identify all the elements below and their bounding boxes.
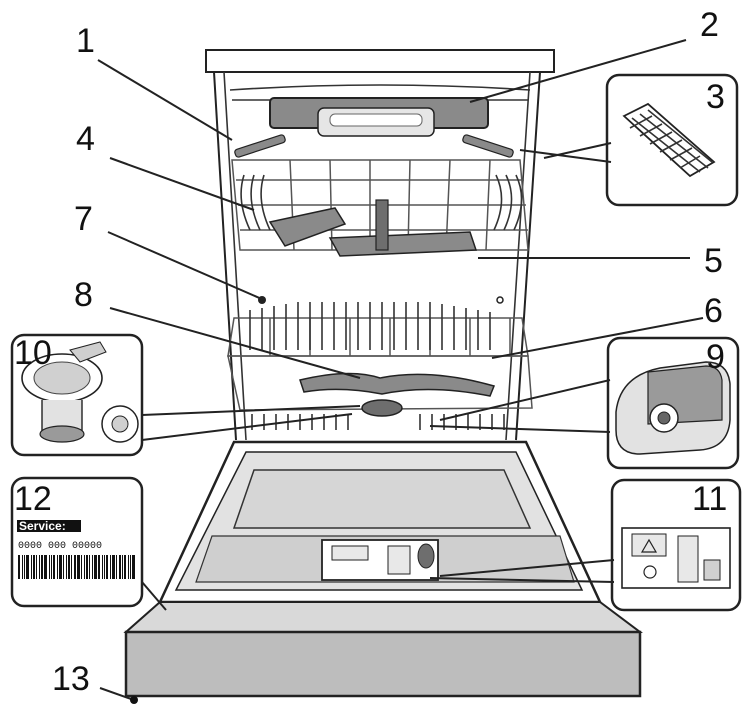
- leader-lines: [97, 39, 704, 704]
- barcode-bar: [51, 555, 52, 579]
- barcode-bar: [106, 555, 108, 579]
- service-label: Service:: [19, 519, 66, 533]
- callout-11: 11: [692, 480, 727, 518]
- lower-spray-arm: [299, 372, 496, 417]
- barcode-bar: [77, 555, 80, 579]
- inset-filter: [10, 333, 144, 457]
- inset-salt-cap: [606, 336, 740, 470]
- barcode-bar: [84, 555, 85, 579]
- dishwasher-cavity: [205, 49, 555, 441]
- barcode-bar: [92, 555, 93, 579]
- barcode-bar: [86, 555, 88, 579]
- middle-spray-arm: [268, 199, 478, 257]
- lower-basket: [227, 296, 533, 411]
- barcode-bar: [81, 555, 82, 579]
- barcode-bar: [49, 555, 50, 579]
- service-number: 0000 000 00000: [18, 541, 102, 552]
- inset-detergent-dispenser: [610, 478, 742, 612]
- barcode: [18, 555, 135, 579]
- inset-cutlery-tray: [605, 73, 739, 207]
- barcode-bar: [116, 555, 117, 579]
- barcode-bar: [59, 555, 62, 579]
- callout-2: 2: [700, 6, 719, 44]
- barcode-bar: [74, 555, 76, 579]
- barcode-bar: [132, 555, 135, 579]
- barcode-bar: [22, 555, 23, 579]
- barcode-bar: [57, 555, 58, 579]
- callout-3: 3: [706, 78, 725, 116]
- barcode-bar: [68, 555, 70, 579]
- barcode-bar: [128, 555, 129, 579]
- callout-4: 4: [76, 120, 95, 158]
- barcode-bar: [122, 555, 123, 579]
- barcode-bar: [94, 555, 97, 579]
- barcode-bar: [124, 555, 126, 579]
- barcode-bar: [53, 555, 55, 579]
- top-spray-arm: [269, 97, 489, 137]
- callout-10: 10: [14, 334, 52, 372]
- callout-13: 13: [52, 660, 90, 698]
- barcode-bar: [41, 555, 43, 579]
- barcode-bar: [44, 555, 47, 579]
- callout-1: 1: [76, 22, 95, 60]
- barcode-bar: [36, 555, 37, 579]
- callout-numbers: 1 2 3 4 5 6 7 8 9 10 11 12 13: [14, 6, 727, 698]
- barcode-bar: [89, 555, 90, 579]
- barcode-bar: [26, 555, 29, 579]
- barcode-bar: [130, 555, 131, 579]
- barcode-bar: [39, 555, 40, 579]
- barcode-bar: [33, 555, 35, 579]
- callout-7: 7: [74, 200, 93, 238]
- callout-5: 5: [704, 242, 723, 280]
- callout-9: 9: [706, 338, 725, 376]
- callout-6: 6: [704, 292, 723, 330]
- barcode-bar: [24, 555, 25, 579]
- barcode-bar: [66, 555, 67, 579]
- barcode-bar: [110, 555, 111, 579]
- barcode-bar: [31, 555, 32, 579]
- barcode-bar: [71, 555, 72, 579]
- dishwasher-door: [123, 440, 643, 698]
- barcode-bar: [104, 555, 105, 579]
- callout-12: 12: [14, 480, 52, 518]
- barcode-bar: [63, 555, 64, 579]
- barcode-bar: [98, 555, 100, 579]
- barcode-bar: [102, 555, 103, 579]
- barcode-bar: [112, 555, 115, 579]
- barcode-bar: [18, 555, 20, 579]
- inset-rating-plate: Service: 0000 000 00000: [10, 476, 144, 608]
- callout-8: 8: [74, 276, 93, 314]
- barcode-bar: [119, 555, 121, 579]
